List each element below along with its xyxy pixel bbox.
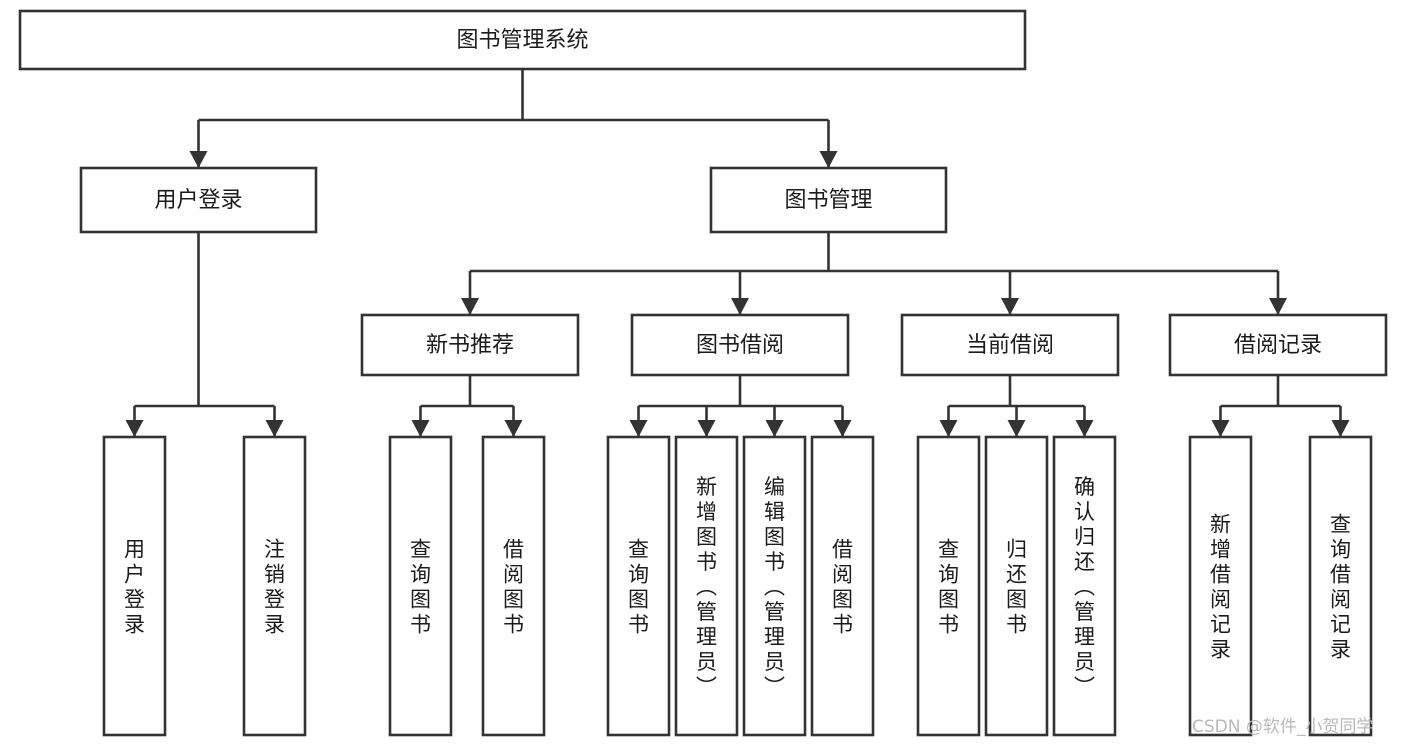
arrow-head-icon — [629, 420, 648, 437]
node-book-management[interactable]: 图书管理 — [709, 166, 948, 234]
arrow-head-icon — [731, 298, 749, 315]
node-leaf-edit-book[interactable]: 编辑图书︵管理员︶ — [742, 435, 807, 737]
node-box-leaf-logout-login — [242, 435, 307, 737]
node-label-leaf-add-borrow-record: 新增借阅记录 — [1210, 513, 1231, 662]
node-box-leaf-borrow-book-1 — [481, 435, 546, 737]
node-label-book-borrow: 图书借阅 — [696, 333, 784, 358]
csdn-watermark: CSDN @软件_小贺同学 — [1192, 717, 1373, 737]
node-box-leaf-add-book — [674, 435, 739, 737]
node-box-leaf-query-borrow-record — [1308, 435, 1373, 737]
arrow-head-icon — [189, 151, 208, 168]
node-label-leaf-confirm-return: 确认归还︵管理员︶ — [1074, 475, 1095, 699]
node-leaf-borrow-book-1[interactable]: 借阅图书 — [481, 435, 546, 737]
node-label-root: 图书管理系统 — [456, 28, 588, 53]
arrow-head-icon — [1211, 420, 1230, 437]
node-leaf-user-login[interactable]: 用户登录 — [102, 435, 167, 737]
node-current-borrow[interactable]: 当前借阅 — [900, 313, 1120, 377]
node-box-book-management — [709, 166, 948, 234]
node-leaf-logout-login[interactable]: 注销登录 — [242, 435, 307, 737]
node-box-leaf-edit-book — [742, 435, 807, 737]
node-box-current-borrow — [900, 313, 1120, 377]
node-box-leaf-confirm-return — [1052, 435, 1117, 737]
node-leaf-borrow-book-2[interactable]: 借阅图书 — [810, 435, 875, 737]
node-leaf-add-borrow-record[interactable]: 新增借阅记录 — [1188, 435, 1253, 737]
arrow-head-icon — [1331, 420, 1350, 437]
node-new-book-recommend[interactable]: 新书推荐 — [360, 313, 580, 377]
arrow-head-icon — [1001, 298, 1019, 315]
node-book-borrow[interactable]: 图书借阅 — [630, 313, 850, 377]
node-label-leaf-borrow-book-2: 借阅图书 — [832, 538, 853, 637]
node-box-leaf-borrow-book-2 — [810, 435, 875, 737]
connector-lines — [125, 69, 1350, 437]
node-label-leaf-user-login: 用户登录 — [124, 538, 145, 637]
node-leaf-query-book-3[interactable]: 查询图书 — [916, 435, 981, 737]
arrow-head-icon — [833, 420, 852, 437]
node-root[interactable]: 图书管理系统 — [18, 9, 1027, 71]
arrow-head-icon — [697, 420, 716, 437]
arrow-head-icon — [265, 420, 284, 437]
node-label-leaf-return-book: 归还图书 — [1006, 538, 1027, 637]
node-label-leaf-query-borrow-record: 查询借阅记录 — [1330, 513, 1351, 662]
node-box-leaf-query-book-3 — [916, 435, 981, 737]
arrow-head-icon — [125, 420, 144, 437]
node-label-leaf-query-book-1: 查询图书 — [410, 538, 431, 637]
node-label-leaf-query-book-2: 查询图书 — [628, 538, 649, 637]
node-label-new-book-recommend: 新书推荐 — [426, 333, 514, 358]
node-leaf-query-borrow-record[interactable]: 查询借阅记录 — [1308, 435, 1373, 737]
node-box-leaf-query-book-1 — [388, 435, 453, 737]
node-user-login[interactable]: 用户登录 — [79, 166, 318, 234]
node-leaf-confirm-return[interactable]: 确认归还︵管理员︶ — [1052, 435, 1117, 737]
node-label-leaf-logout-login: 注销登录 — [264, 538, 285, 637]
arrow-head-icon — [411, 420, 430, 437]
arrow-head-icon — [1269, 298, 1287, 315]
node-label-current-borrow: 当前借阅 — [966, 333, 1054, 358]
node-box-leaf-add-borrow-record — [1188, 435, 1253, 737]
node-borrow-record[interactable]: 借阅记录 — [1168, 313, 1388, 377]
node-box-user-login — [79, 166, 318, 234]
node-label-leaf-borrow-book-1: 借阅图书 — [503, 538, 524, 637]
node-box-leaf-return-book — [984, 435, 1049, 737]
node-label-leaf-add-book: 新增图书︵管理员︶ — [696, 475, 717, 699]
node-label-leaf-query-book-3: 查询图书 — [938, 538, 959, 637]
arrow-head-icon — [461, 298, 479, 315]
arrow-head-icon — [765, 420, 784, 437]
node-boxes: 用户登录注销登录查询图书借阅图书查询图书新增图书︵管理员︶编辑图书︵管理员︶借阅… — [18, 9, 1388, 737]
node-label-book-management: 图书管理 — [784, 188, 872, 213]
node-label-leaf-edit-book: 编辑图书︵管理员︶ — [764, 475, 785, 699]
node-leaf-return-book[interactable]: 归还图书 — [984, 435, 1049, 737]
node-box-borrow-record — [1168, 313, 1388, 377]
node-box-book-borrow — [630, 313, 850, 377]
node-box-root — [18, 9, 1027, 71]
arrow-head-icon — [939, 420, 958, 437]
node-leaf-query-book-2[interactable]: 查询图书 — [606, 435, 671, 737]
node-leaf-add-book[interactable]: 新增图书︵管理员︶ — [674, 435, 739, 737]
node-box-leaf-user-login — [102, 435, 167, 737]
arrow-head-icon — [1075, 420, 1094, 437]
node-leaf-query-book-1[interactable]: 查询图书 — [388, 435, 453, 737]
arrow-head-icon — [504, 420, 523, 437]
arrow-head-icon — [1007, 420, 1026, 437]
node-box-new-book-recommend — [360, 313, 580, 377]
arrow-head-icon — [819, 151, 838, 168]
node-box-leaf-query-book-2 — [606, 435, 671, 737]
node-label-user-login: 用户登录 — [154, 188, 242, 213]
node-label-borrow-record: 借阅记录 — [1234, 333, 1322, 358]
